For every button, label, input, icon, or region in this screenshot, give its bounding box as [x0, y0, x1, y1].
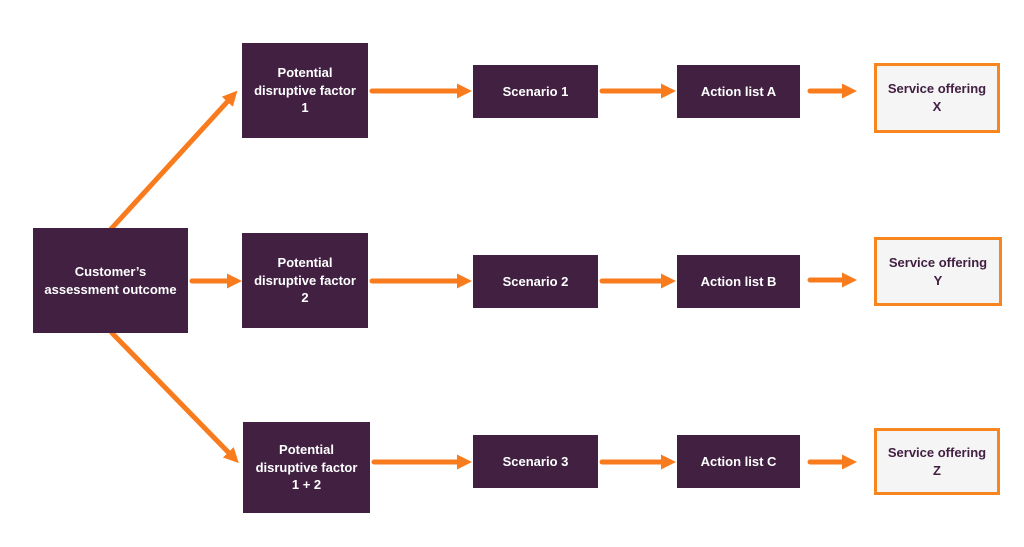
node-factor-1: Potential disruptive factor 1 [242, 43, 368, 138]
node-customer-assessment-outcome: Customer’s assessment outcome [33, 228, 188, 333]
node-service-offering-y: Service offering Y [874, 237, 1002, 306]
node-scenario-3: Scenario 3 [473, 435, 598, 488]
node-action-list-c: Action list C [677, 435, 800, 488]
node-factor-2: Potential disruptive factor 2 [242, 233, 368, 328]
node-action-list-a: Action list A [677, 65, 800, 118]
node-service-offering-x: Service offering X [874, 63, 1000, 133]
node-scenario-1: Scenario 1 [473, 65, 598, 118]
node-factor-1-2: Potential disruptive factor 1 + 2 [243, 422, 370, 513]
node-action-list-b: Action list B [677, 255, 800, 308]
arrow-root-to-factor-3 [109, 330, 239, 464]
node-service-offering-z: Service offering Z [874, 428, 1000, 495]
node-scenario-2: Scenario 2 [473, 255, 598, 308]
arrow-root-to-factor-1 [108, 90, 238, 232]
